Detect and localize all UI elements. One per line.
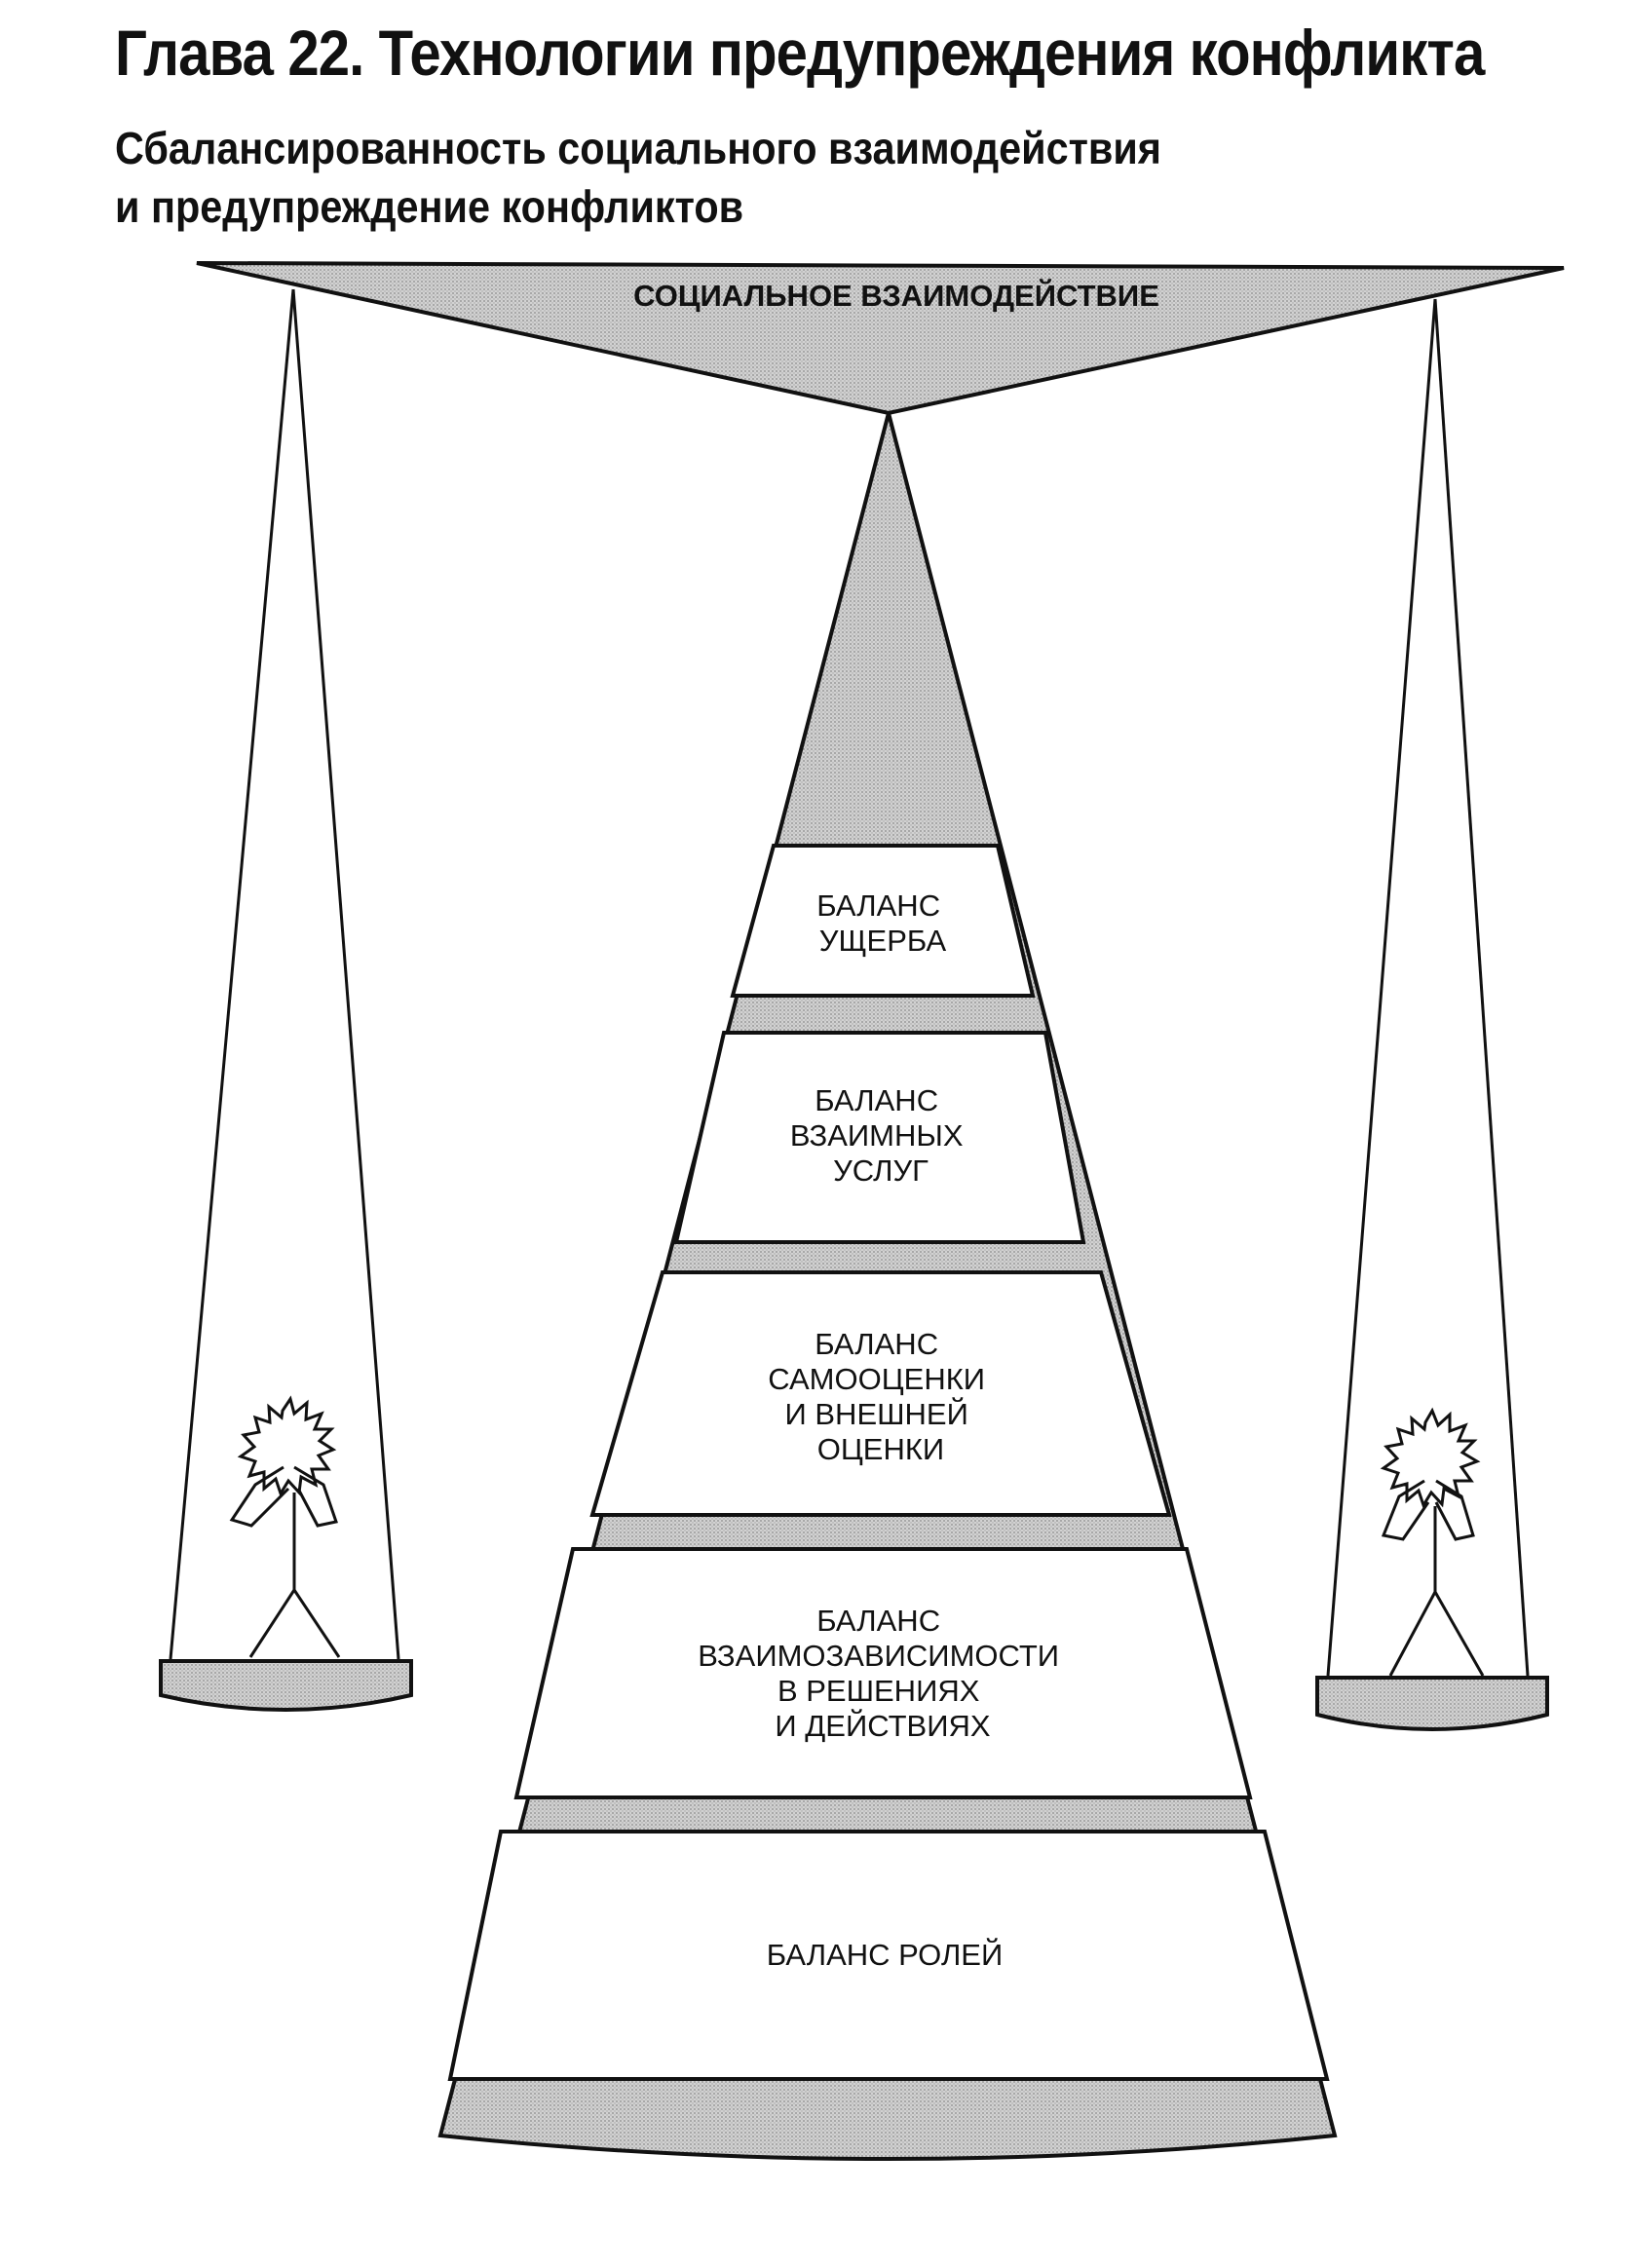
level-label-damage: БАЛАНС УЩЕРБА — [816, 888, 948, 958]
level-box-services — [673, 1031, 1086, 1244]
right-person-spiky-head — [1380, 1407, 1481, 1509]
right-person-icon — [1380, 1407, 1485, 1677]
scale-beam — [196, 261, 1565, 416]
level-box-interdependence — [513, 1547, 1253, 1799]
left-cord-inner — [291, 288, 400, 1660]
level-boxes — [447, 844, 1330, 2081]
left-scale-pan — [159, 1659, 413, 1712]
level-label-self-assessment: БАЛАНС САМООЦЕНКИ И ВНЕШНЕЙ ОЦЕНКИ — [768, 1327, 993, 1466]
level-labels: БАЛАНС УЩЕРБА БАЛАНС ВЗАИМНЫХ УСЛУГ БАЛА… — [698, 888, 1067, 1972]
level-label-interdependence: БАЛАНС ВЗАИМОЗАВИСИМОСТИ В РЕШЕНИЯХ И ДЕ… — [698, 1604, 1067, 1743]
beam-label: СОЦИАЛЬНОЕ ВЗАИМОДЕЙСТВИЕ — [633, 278, 1159, 313]
right-cord-inner — [1326, 298, 1437, 1677]
left-person-icon — [229, 1395, 341, 1658]
section-title-line-2: и предупреждение конфликтов — [115, 181, 744, 232]
left-person-spiky-head — [237, 1395, 337, 1497]
right-scale-pan — [1315, 1676, 1549, 1731]
level-box-self-assessment — [589, 1270, 1172, 1517]
level-label-services: БАЛАНС ВЗАИМНЫХ УСЛУГ — [790, 1083, 971, 1188]
level-box-damage — [730, 844, 1036, 998]
section-title: Сбалансированность социального взаимодей… — [115, 119, 1161, 236]
left-cord-outer — [169, 288, 295, 1660]
chapter-title: Глава 22. Технологии предупреждения конф… — [115, 17, 1485, 89]
right-cord-outer — [1433, 298, 1530, 1677]
section-title-line-1: Сбалансированность социального взаимодей… — [115, 123, 1161, 173]
level-label-roles: БАЛАНС РОЛЕЙ — [767, 1937, 1004, 1972]
suspension-cords — [169, 288, 1530, 1677]
level-box-roles — [447, 1830, 1330, 2081]
